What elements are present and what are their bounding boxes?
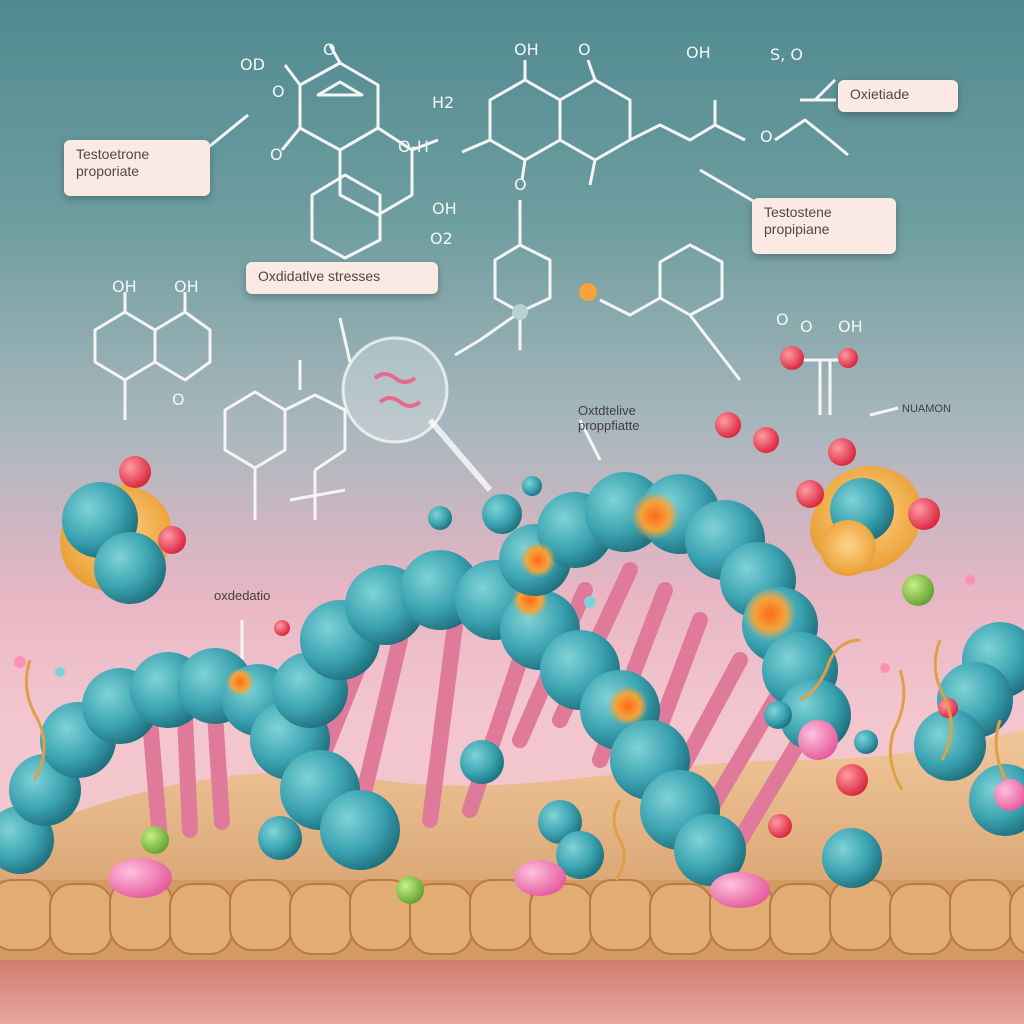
svg-text:OH: OH <box>112 277 137 296</box>
bead-chain-middle <box>250 550 746 886</box>
svg-text:O: O <box>172 390 185 409</box>
bead-chain-left <box>0 648 294 874</box>
label-oxidation: oxdedatio <box>214 588 271 603</box>
chemical-structures <box>93 44 899 660</box>
cell-membrane <box>0 730 1024 1024</box>
right-molecule-cluster <box>796 438 940 606</box>
label-nuamon: NUAMON <box>902 403 951 415</box>
label-testosterone-propionate-left: Testoetrone proporiate <box>64 140 210 196</box>
floating-molecules <box>274 283 858 636</box>
wavy-strands <box>24 638 1008 881</box>
chemical-labels: OD O OH O OH S, O H2 O O O-H OH O2 OH OH… <box>112 40 863 409</box>
svg-text:O: O <box>776 310 789 329</box>
svg-text:OH: OH <box>174 277 199 296</box>
svg-text:OH: OH <box>686 43 711 62</box>
left-molecule-cluster <box>60 456 186 604</box>
svg-text:S, O: S, O <box>770 45 803 64</box>
svg-text:OD: OD <box>240 55 265 74</box>
bead-chain-right <box>914 622 1024 836</box>
svg-text:O: O <box>578 40 591 59</box>
svg-text:O: O <box>272 82 285 101</box>
label-oxidative-stresses: Oxdidatlve stresses <box>246 262 438 294</box>
svg-text:H2: H2 <box>432 93 454 112</box>
svg-text:O2: O2 <box>430 229 453 248</box>
scattered-particles <box>14 575 975 908</box>
svg-text:O: O <box>323 40 336 59</box>
bead-chain-upper <box>499 472 851 751</box>
svg-text:O-H: O-H <box>398 137 429 156</box>
svg-text:O: O <box>760 127 773 146</box>
svg-text:O: O <box>514 175 527 194</box>
svg-text:O: O <box>270 145 283 164</box>
svg-text:O: O <box>800 317 813 336</box>
svg-text:OH: OH <box>514 40 539 59</box>
label-testosterone-propiane-right: Testostene propipiane <box>752 198 896 254</box>
svg-text:OH: OH <box>432 199 457 218</box>
label-oxidative-propiate: Oxtdtelive proppfiatte <box>578 403 640 433</box>
svg-text:OH: OH <box>838 317 863 336</box>
magnifier-lens <box>341 336 493 492</box>
label-oxietiade: Oxietiade <box>838 80 958 112</box>
